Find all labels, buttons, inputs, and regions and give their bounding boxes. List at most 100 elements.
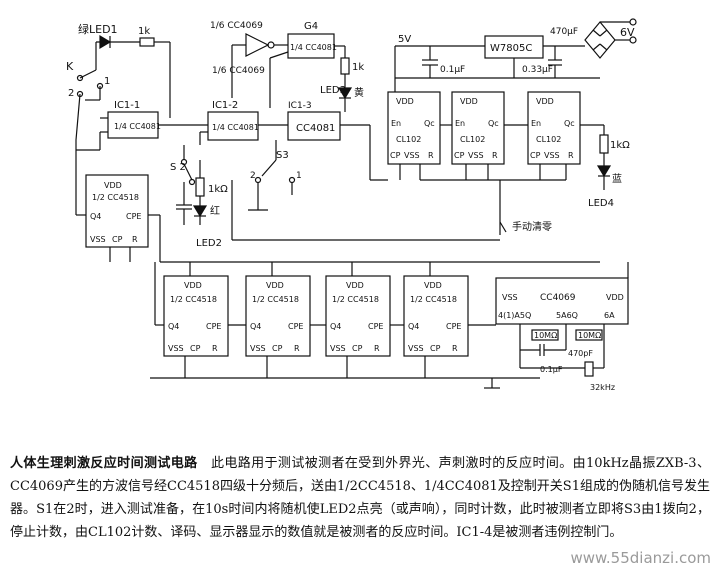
- led3-symbol: [337, 87, 353, 100]
- cc4518-left-r: R: [132, 235, 138, 244]
- led1-symbol: [99, 34, 112, 50]
- cc4518-3-vdd: VDD: [346, 281, 364, 290]
- cl102-2-name: CL102: [460, 135, 485, 144]
- cc4518-left-q4: Q4: [90, 212, 101, 221]
- cl102-3-vss: VSS: [544, 151, 560, 160]
- cl102-2-vss: VSS: [468, 151, 484, 160]
- cc4518-3-q4: Q4: [330, 322, 341, 331]
- osc-vss: VSS: [502, 293, 518, 302]
- label-s2: S 2: [170, 162, 186, 173]
- cc4518-1-r: R: [212, 344, 218, 353]
- cc4518-1-vss: VSS: [168, 344, 184, 353]
- crystal: [584, 361, 594, 377]
- label-5v: 5V: [398, 34, 411, 45]
- label-cap-01: 0.1μF: [440, 65, 465, 75]
- label-led4: LED4: [588, 198, 614, 209]
- cl102-1-qc: Qc: [424, 119, 435, 128]
- label-ic1-1-part: 1/4 CC4081: [114, 122, 161, 131]
- cl102-2: [451, 91, 505, 165]
- label-r-10m-b: 10MΩ: [578, 331, 601, 340]
- cc4518-left-name: 1/2 CC4518: [92, 193, 139, 202]
- cc4518-2-r: R: [294, 344, 300, 353]
- cc4518-left-vss: VSS: [90, 235, 106, 244]
- osc-vdd: VDD: [606, 293, 624, 302]
- label-led3: LED3: [320, 85, 346, 96]
- cl102-2-vdd: VDD: [460, 97, 478, 106]
- label-r-1k-led3: 1k: [352, 62, 364, 73]
- label-cc4069-b: 1/6 CC4069: [212, 66, 265, 76]
- power-supply-section: [394, 18, 637, 92]
- label-led2-color: 红: [210, 204, 220, 217]
- label-cap-470p: 470pF: [568, 349, 593, 358]
- cc4518-left: [75, 155, 161, 262]
- cc4518-2-name: 1/2 CC4518: [252, 295, 299, 304]
- label-s3-pos2: 2: [250, 171, 256, 181]
- watermark: www.55dianzi.com: [570, 549, 711, 567]
- cc4518-1-name: 1/2 CC4518: [170, 295, 217, 304]
- label-ic1-2-part: 1/4 CC4081: [212, 123, 259, 132]
- label-led3-color: 黄: [354, 86, 364, 99]
- label-switch-k: K: [66, 60, 74, 73]
- led4-symbol: [596, 165, 612, 178]
- label-cap-470: 470μF: [550, 27, 578, 37]
- oscillator-section: [495, 262, 629, 377]
- label-ic1-2: IC1-2: [212, 100, 238, 111]
- cc4518-4-cp: CP: [430, 344, 441, 353]
- cl102-2-r: R: [492, 151, 498, 160]
- cc4518-3-vss: VSS: [330, 344, 346, 353]
- label-cc4069-a: 1/6 CC4069: [210, 21, 263, 31]
- label-ic1-3-part: CC4081: [296, 123, 335, 134]
- label-cap-033: 0.33μF: [522, 65, 553, 75]
- cc4518-3-name: 1/2 CC4518: [332, 295, 379, 304]
- cc4518-2-cp: CP: [272, 344, 283, 353]
- circuit-schematic: 绿LED1 1k K 2 1 IC1-1 1/4 CC4081 1/6 CC40…: [66, 18, 637, 392]
- label-regulator: W7805C: [490, 43, 532, 54]
- figure-caption: 人体生理刺激反应时间测试电路 此电路用于测试被测者在受到外界光、声刺激时的反应时…: [10, 452, 710, 544]
- cc4518-4-q4: Q4: [408, 322, 419, 331]
- label-ic1-3: IC1-3: [288, 101, 312, 111]
- label-r-1k-top: 1k: [138, 26, 150, 37]
- cl102-counters: [231, 91, 612, 241]
- cl102-3-r: R: [568, 151, 574, 160]
- osc-pin-a: 4(1)A5Q: [498, 311, 531, 320]
- cc4518-1-cp: CP: [190, 344, 201, 353]
- label-green-led: 绿LED1: [78, 22, 118, 36]
- label-manual-reset: 手动清零: [512, 220, 552, 233]
- caption-title: 人体生理刺激反应时间测试电路: [10, 456, 198, 471]
- cl102-3: [527, 91, 581, 165]
- and-gates-section: [199, 111, 388, 181]
- cl102-3-cp: CP: [530, 151, 541, 160]
- cl102-3-qc: Qc: [564, 119, 575, 128]
- cl102-2-qc: Qc: [488, 119, 499, 128]
- cc4518-4-vdd: VDD: [424, 281, 442, 290]
- cl102-2-cp: CP: [454, 151, 465, 160]
- label-xtal: 32kHz: [590, 383, 615, 392]
- cc4518-ic-3: [325, 275, 391, 357]
- cc4518-ic-left: [85, 174, 149, 248]
- cc4518-3-r: R: [374, 344, 380, 353]
- cl102-3-en: En: [531, 119, 541, 128]
- label-pos1: 1: [104, 76, 110, 87]
- cc4518-2-vdd: VDD: [266, 281, 284, 290]
- label-r-led4: 1kΩ: [610, 140, 630, 151]
- switches-led2-section: [176, 140, 296, 225]
- cc4518-left-vdd: VDD: [104, 181, 122, 190]
- label-pos2: 2: [68, 88, 74, 99]
- cl102-3-name: CL102: [536, 135, 561, 144]
- cl102-3-vdd: VDD: [536, 97, 554, 106]
- cl102-1-en: En: [391, 119, 401, 128]
- cc4518-ic-2: [245, 275, 311, 357]
- cc4518-4-name: 1/2 CC4518: [410, 295, 457, 304]
- label-ic1-1: IC1-1: [114, 100, 140, 111]
- cc4518-left-cp: CP: [112, 235, 123, 244]
- cc4518-1-vdd: VDD: [184, 281, 202, 290]
- label-s3-pos1: 1: [296, 171, 302, 181]
- cc4518-2-vss: VSS: [250, 344, 266, 353]
- cl102-1-cp: CP: [390, 151, 401, 160]
- cc4518-3-cpe: CPE: [368, 322, 383, 331]
- cc4069-oscillator: [495, 277, 629, 325]
- cl102-1-r: R: [428, 151, 434, 160]
- cc4518-4-cpe: CPE: [446, 322, 461, 331]
- cc4518-2-q4: Q4: [250, 322, 261, 331]
- led1-switch-section: [75, 34, 208, 155]
